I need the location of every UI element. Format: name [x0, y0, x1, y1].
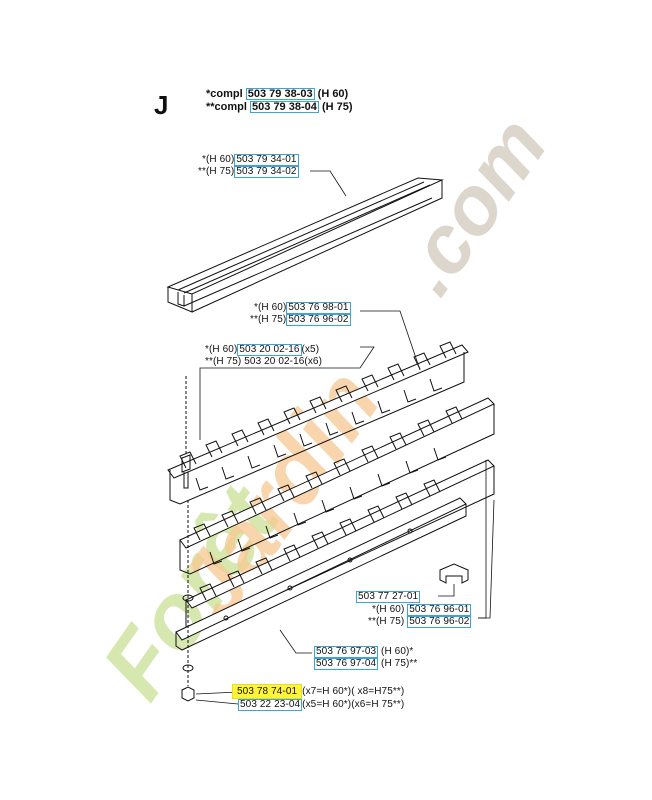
guide-75-prefix: **(H 75): [198, 166, 235, 177]
part-link-blade-top-h60[interactable]: 503 76 98-01: [286, 302, 351, 314]
part-link-bar-h60[interactable]: 503 76 97-03: [314, 646, 379, 658]
washer-suffix: (x7=H 60*)( x8=H75**): [302, 686, 405, 697]
blade-top-75-prefix: **(H 75): [250, 314, 287, 325]
part-link-guide-h75[interactable]: 503 79 34-02: [234, 166, 299, 178]
header-prefix-2: **compl: [206, 101, 247, 113]
bolt-60-suffix: (x5): [301, 344, 320, 355]
header-line-1: *compl 503 79 38-03 (H 60): [206, 88, 353, 101]
guide-rail: [166, 177, 444, 313]
bar-75-suffix: (H 75)**: [381, 658, 418, 669]
part-link-blade-top-h75[interactable]: 503 76 96-02: [286, 314, 351, 326]
bolt-75-part: 503 20 02-16: [244, 356, 305, 367]
assembly-part-number-h75[interactable]: 503 79 38-04: [250, 101, 319, 113]
bar-60-suffix: (H 60)*: [381, 646, 414, 657]
clip-part: [439, 563, 469, 584]
upper-blade: [167, 341, 469, 505]
section-letter: J: [154, 90, 169, 120]
header-suffix-2: (H 75): [321, 101, 353, 113]
nut-suffix: (x5=H 60*)(x6=H 75**): [302, 699, 405, 710]
label-nut: 503 22 23-04(x5=H 60*)(x6=H 75**): [238, 699, 404, 711]
label-lower-blade: *(H 60) 503 76 96-01 **(H 75) 503 76 96-…: [368, 604, 472, 628]
bolt: [181, 376, 191, 489]
label-upper-blade: *(H 60)503 76 98-01 **(H 75)503 76 96-02: [250, 302, 351, 326]
part-link-blade-bot-h75[interactable]: 503 76 96-02: [407, 616, 472, 628]
header-prefix-1: *compl: [206, 88, 243, 100]
guide-60-prefix: *(H 60): [202, 154, 235, 165]
bolt-60-prefix: *(H 60): [205, 344, 238, 355]
assembly-part-number-h60[interactable]: 503 79 38-03: [245, 88, 315, 100]
assembly-header: *compl 503 79 38-03 (H 60) **compl 503 7…: [206, 88, 353, 114]
washer-stack: [181, 500, 195, 702]
header-suffix-1: (H 60): [317, 88, 349, 100]
label-washer: 503 78 74-01(x7=H 60*)( x8=H75**): [232, 684, 404, 699]
bolt-75-suffix: (x6): [304, 356, 323, 367]
part-link-clip[interactable]: 503 77 27-01: [356, 591, 421, 603]
header-line-2: **compl 503 79 38-04 (H 75): [206, 101, 353, 114]
part-link-nut[interactable]: 503 22 23-04: [238, 699, 303, 711]
label-bolt: *(H 60)503 20 02-16(x5) **(H 75) 503 20 …: [205, 344, 322, 367]
blade-bot-60-prefix: *(H 60): [372, 604, 405, 615]
support-bar: [175, 497, 467, 651]
part-link-guide-h60[interactable]: 503 79 34-01: [234, 154, 299, 166]
label-clip: 503 77 27-01: [356, 591, 421, 603]
part-link-washer-highlighted[interactable]: 503 78 74-01: [232, 684, 303, 699]
part-link-bar-h75[interactable]: 503 76 97-04: [314, 658, 379, 670]
bolt-75-prefix: **(H 75): [205, 356, 242, 367]
blade-top-60-prefix: *(H 60): [254, 302, 287, 313]
part-link-blade-bot-h60[interactable]: 503 76 96-01: [407, 604, 472, 616]
label-guide-rail: *(H 60)503 79 34-01 **(H 75)503 79 34-02: [198, 154, 299, 178]
middle-blade: [179, 397, 495, 575]
leader-lines: [195, 170, 495, 705]
blade-bot-75-prefix: **(H 75): [368, 616, 405, 627]
part-link-bolt-h60[interactable]: 503 20 02-16: [237, 344, 302, 356]
label-support-bar: 503 76 97-03 (H 60)* 503 76 97-04 (H 75)…: [314, 646, 417, 670]
